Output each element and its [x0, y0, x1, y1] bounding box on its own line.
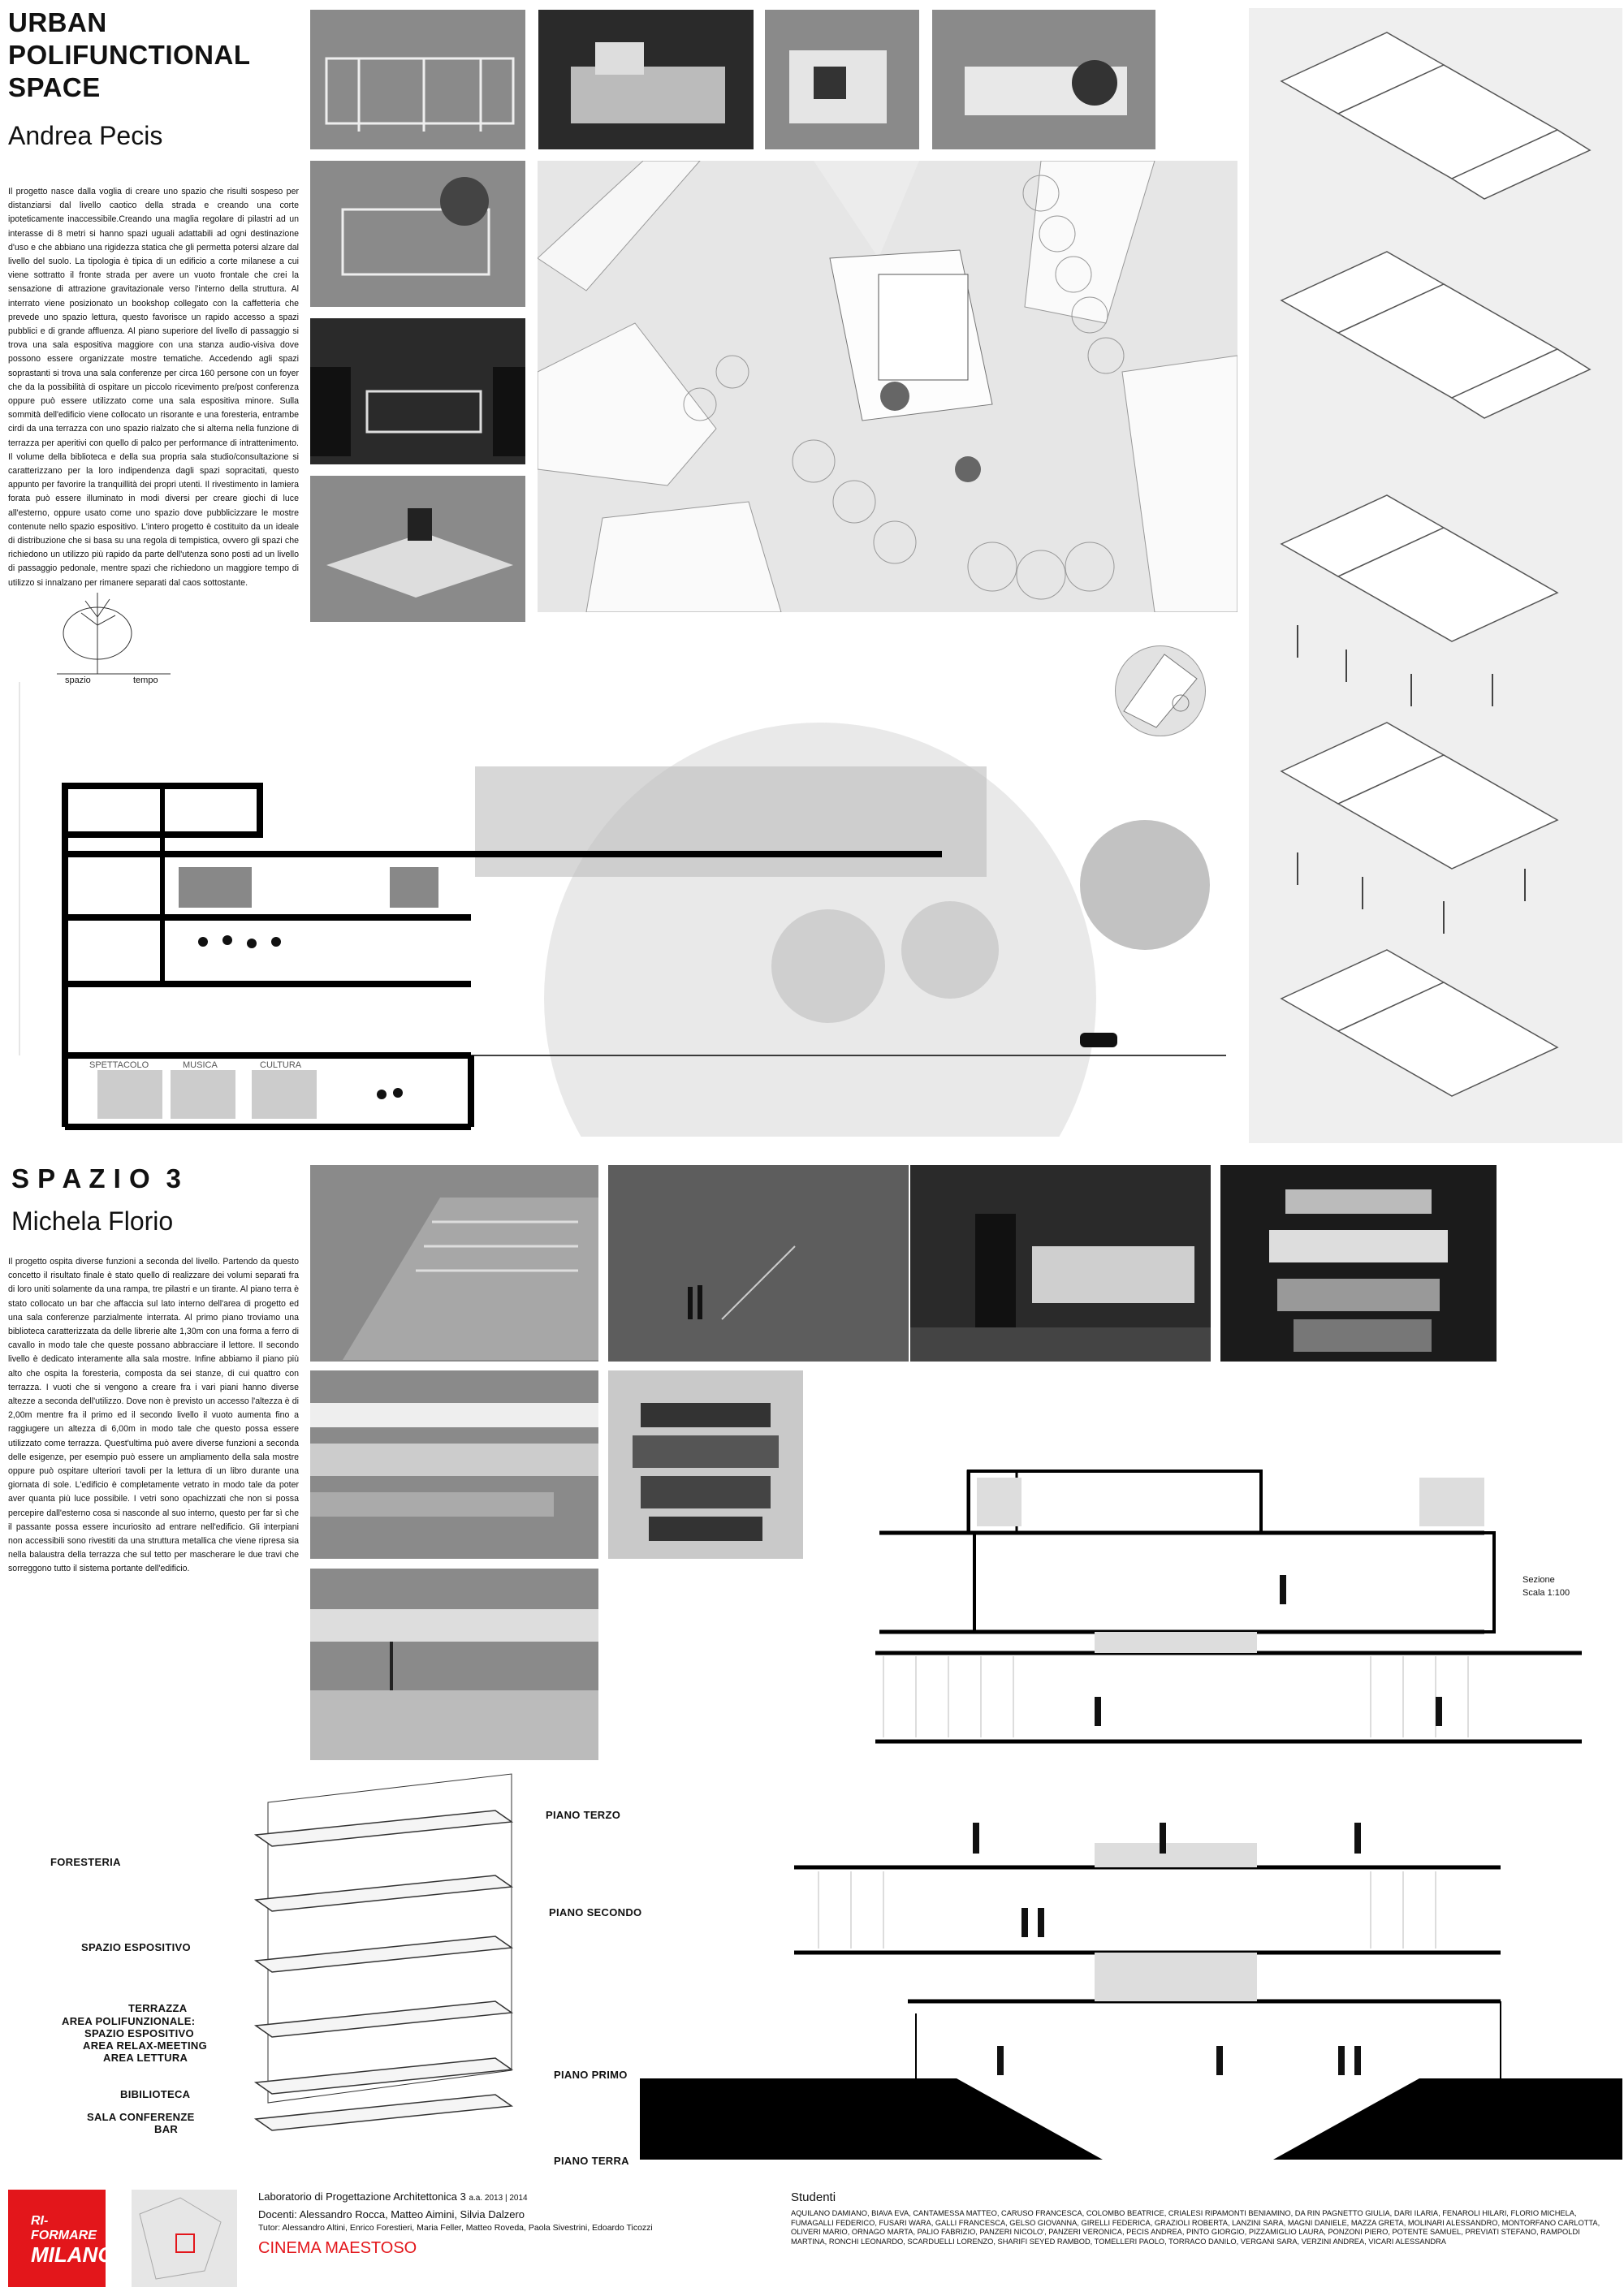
axo-label-spazio-espositivo: SPAZIO ESPOSITIVO	[81, 1941, 191, 1953]
axo-label-bar: BAR	[154, 2123, 179, 2135]
exploded-axo-diagram	[146, 1770, 552, 2151]
section-label: Sezione	[1522, 1575, 1555, 1585]
logo-line-2: FORMARE	[31, 2229, 97, 2242]
axo-label-area-relax: AREA RELAX-MEETING	[83, 2039, 207, 2052]
tutor: Tutor: Alessandro Altini, Enrico Foresti…	[258, 2223, 653, 2233]
project1-author: Andrea Pecis	[8, 121, 163, 150]
site-name: CINEMA MAESTOSO	[258, 2239, 417, 2257]
academic-year: a.a. 2013 | 2014	[469, 2194, 528, 2203]
model-photo	[310, 476, 525, 622]
model-photo	[608, 1370, 803, 1559]
model-photo	[932, 10, 1155, 149]
logo-line-1: RI-	[31, 2214, 49, 2228]
model-photo	[310, 1165, 598, 1362]
model-photo	[310, 318, 525, 464]
axonometric-floors	[1249, 8, 1622, 1143]
model-photo	[608, 1165, 909, 1362]
axo-label-foresteria: FORESTERIA	[50, 1856, 121, 1868]
docenti: Docenti: Alessandro Rocca, Matteo Aimini…	[258, 2208, 525, 2220]
project2-section	[640, 1461, 1622, 2160]
students-block: Studenti AQUILANO DAMIANO, BIAVA EVA, CA…	[791, 2190, 1616, 2246]
site-plan	[537, 160, 1238, 613]
students-title: Studenti	[791, 2190, 836, 2204]
model-photo	[1220, 1165, 1497, 1362]
model-photo	[765, 10, 919, 149]
project2-author: Michela Florio	[11, 1206, 174, 1236]
model-photo	[310, 1370, 598, 1559]
location-map-thumbnail	[132, 2190, 237, 2287]
project1-title: URBAN POLIFUNCTIONAL SPACE	[8, 6, 300, 104]
model-photo	[910, 1165, 1211, 1362]
axo-label-biblioteca: BIBILIOTECA	[120, 2088, 191, 2100]
section-label-cultura: CULTURA	[260, 1060, 302, 1070]
axo-label-spazio-espositivo-2: SPAZIO ESPOSITIVO	[84, 2027, 194, 2039]
model-photo	[310, 10, 525, 149]
axo-label-piano-primo: PIANO PRIMO	[554, 2069, 628, 2081]
logo-riformare-milano: RI- FORMARE MILANO	[8, 2190, 114, 2287]
diagram-label-spazio: spazio	[65, 675, 91, 685]
axo-label-area-lettura: AREA LETTURA	[103, 2052, 188, 2064]
project1-description: Il progetto nasce dalla voglia di creare…	[8, 187, 299, 588]
model-photo	[538, 10, 754, 149]
course-name: Laboratorio di Progettazione Architetton…	[258, 2190, 466, 2203]
axo-label-piano-secondo: PIANO SECONDO	[549, 1906, 642, 1918]
title-line-2: POLIFUNCTIONAL	[8, 40, 251, 70]
site-inset-circle	[1115, 645, 1206, 736]
concept-diagram: spazio tempo	[49, 585, 179, 690]
axo-label-sala-conferenze: SALA CONFERENZE	[87, 2111, 195, 2123]
section-label-spettacolo: SPETTACOLO	[89, 1060, 149, 1070]
section-scale: Scala 1:100	[1522, 1588, 1570, 1598]
project2-description: Il progetto ospita diverse funzioni a se…	[8, 1257, 299, 1574]
title-line-3: SPACE	[8, 72, 101, 102]
model-photo	[310, 161, 525, 307]
course-info: Laboratorio di Progettazione Architetton…	[258, 2190, 713, 2258]
title-line-1: URBAN	[8, 7, 107, 37]
model-photo	[310, 1569, 598, 1760]
axo-label-piano-terzo: PIANO TERZO	[546, 1809, 621, 1821]
project2-title: S P A Z I O 3	[11, 1163, 182, 1193]
section-label-musica: MUSICA	[183, 1060, 218, 1070]
axo-label-terrazza: TERRAZZA	[128, 2002, 188, 2014]
students-list: AQUILANO DAMIANO, BIAVA EVA, CANTAMESSA …	[791, 2209, 1600, 2246]
diagram-label-tempo: tempo	[133, 675, 158, 685]
axo-label-piano-terra: PIANO TERRA	[554, 2155, 629, 2167]
axo-label-area-polifunzionale: AREA POLIFUNZIONALE:	[62, 2015, 196, 2027]
project1-section: SPETTACOLO MUSICA CULTURA	[8, 682, 1226, 1275]
logo-line-3: MILANO	[31, 2242, 114, 2267]
